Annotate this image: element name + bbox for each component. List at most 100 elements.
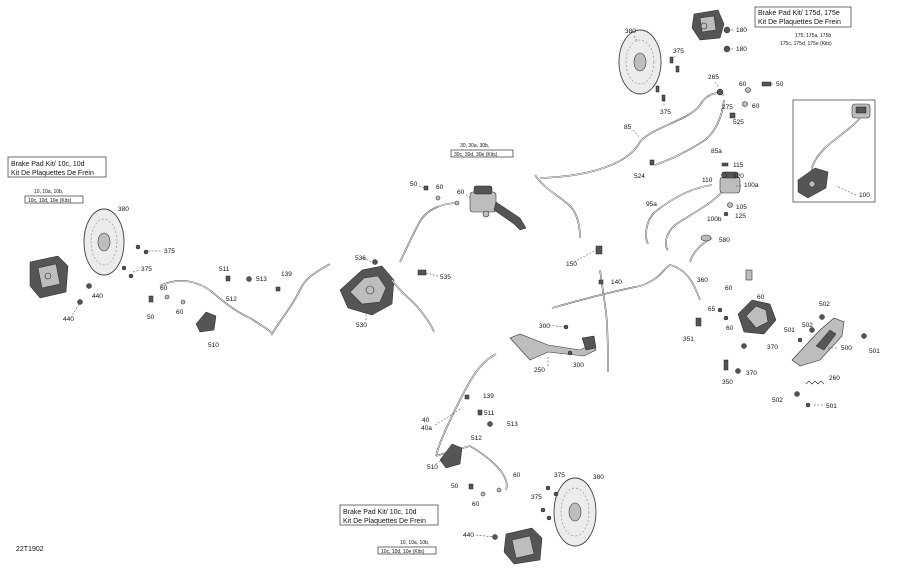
nut-370-bottom	[735, 368, 741, 374]
master-cylinder	[469, 185, 527, 231]
pedal-bracket-500	[791, 317, 845, 367]
callout-502: 502	[802, 322, 813, 329]
callout-60: 60	[726, 325, 734, 332]
fitting-50-master	[423, 185, 429, 191]
kit-title-fr: Kit De Plaquettes De Frein	[11, 170, 94, 177]
callout-40a: 40a	[421, 425, 432, 432]
callout-labels: 380 375 375 180 180 265 60 50 275 60 525…	[63, 27, 880, 539]
callout-125: 125	[735, 213, 746, 220]
callout-50: 50	[410, 181, 418, 188]
callout-375: 375	[660, 109, 671, 116]
pin-300-a	[563, 324, 569, 330]
bolt-501-a	[797, 337, 803, 343]
callout-501: 501	[826, 403, 837, 410]
fastener-180-upper	[723, 26, 731, 34]
pedal-line	[599, 269, 609, 373]
callout-370: 370	[767, 344, 778, 351]
callout-260: 260	[829, 375, 840, 382]
callout-100a: 100a	[744, 182, 759, 189]
callout-375: 375	[554, 472, 565, 479]
callout-105: 105	[736, 204, 747, 211]
callout-60: 60	[436, 184, 444, 191]
clamp-105	[727, 202, 733, 208]
front-caliper-right	[503, 527, 543, 565]
callout-140: 140	[611, 279, 622, 286]
callout-501: 501	[784, 327, 795, 334]
clip-139-right	[464, 394, 470, 400]
front-brake-tube-40	[435, 353, 497, 457]
connector-535	[417, 269, 427, 276]
callout-60: 60	[472, 501, 480, 508]
screw-125	[723, 211, 729, 217]
kit-line-1: 10, 10a, 10b,	[34, 189, 63, 195]
washer-60-b	[742, 101, 748, 107]
kit-title-en: Brake Pad Kit/ 175d, 175e	[758, 10, 840, 17]
reservoir-hose-580	[689, 237, 713, 263]
callout-60: 60	[752, 103, 760, 110]
nut-502-a	[819, 314, 825, 320]
fitting-351	[695, 317, 702, 327]
rear-brake-line	[534, 174, 581, 239]
callout-250: 250	[534, 367, 545, 374]
kit-box-rear-right: Brake Pad Kit/ 175d, 175e Kit De Plaquet…	[754, 6, 852, 47]
callout-115: 115	[733, 162, 744, 169]
clip-140	[598, 279, 604, 285]
clip-115	[721, 162, 729, 167]
callout-380: 380	[593, 474, 604, 481]
callout-536: 536	[355, 255, 366, 262]
callout-524: 524	[634, 173, 645, 180]
callout-501: 501	[869, 348, 880, 355]
callout-511: 511	[484, 410, 495, 417]
nut-513-left	[246, 276, 252, 282]
kit-line-1: 10, 10a, 10b,	[400, 540, 429, 546]
fasteners-65	[717, 307, 729, 321]
kit-line-2: 175c, 175d, 175e (Kits)	[780, 41, 832, 47]
bolt-350	[723, 359, 729, 371]
brake-pedal-250	[509, 333, 597, 361]
nut-502-b	[809, 327, 815, 333]
kit-title-en: Brake Pad Kit/ 10c, 10d	[343, 509, 417, 516]
abs-module-530	[339, 265, 395, 316]
bracket-510-right	[439, 443, 463, 469]
bolt-511-left	[225, 275, 231, 282]
washer-60-master-b	[454, 200, 460, 206]
callout-110: 110	[702, 177, 713, 184]
callout-265: 265	[708, 74, 719, 81]
callout-85: 85	[624, 124, 632, 131]
front-caliper-left	[29, 255, 69, 299]
callout-375: 375	[141, 266, 152, 273]
clip-524	[649, 159, 655, 166]
bolt-501-c	[805, 402, 811, 408]
kit-title-fr: Kit De Plaquettes De Frein	[758, 19, 841, 26]
callout-440: 440	[92, 293, 103, 300]
callout-50: 50	[147, 314, 155, 321]
callout-85a: 85a	[711, 148, 722, 155]
kit-box-front-left: Brake Pad Kit/ 10c, 10d Kit De Plaquette…	[7, 156, 107, 204]
callout-60: 60	[457, 189, 465, 196]
callout-510: 510	[427, 464, 438, 471]
drawing-code: 22T1902	[16, 546, 44, 553]
kit-line-1: 175, 175a, 175b	[795, 33, 831, 39]
elbow-580	[700, 234, 712, 242]
rear-brake-hose-85a	[654, 99, 725, 166]
spring-260	[805, 380, 825, 385]
bolts-375-rear	[655, 56, 680, 102]
banjo-fitting-265	[716, 88, 724, 96]
callout-380: 380	[625, 28, 636, 35]
callout-502: 502	[819, 301, 830, 308]
callout-100b: 100b	[707, 216, 722, 223]
callout-65: 65	[708, 306, 716, 313]
callout-525: 525	[733, 119, 744, 126]
callout-513: 513	[256, 276, 267, 283]
callout-580: 580	[719, 237, 730, 244]
callout-60: 60	[160, 285, 168, 292]
callout-512: 512	[226, 296, 237, 303]
kit-title-fr: Kit De Plaquettes De Frein	[343, 518, 426, 525]
bracket-510-left	[195, 311, 217, 333]
callout-375: 375	[531, 494, 542, 501]
front-brake-tube-long	[551, 264, 701, 309]
callout-440: 440	[63, 316, 74, 323]
cap-120	[721, 172, 727, 178]
callout-60: 60	[176, 309, 184, 316]
